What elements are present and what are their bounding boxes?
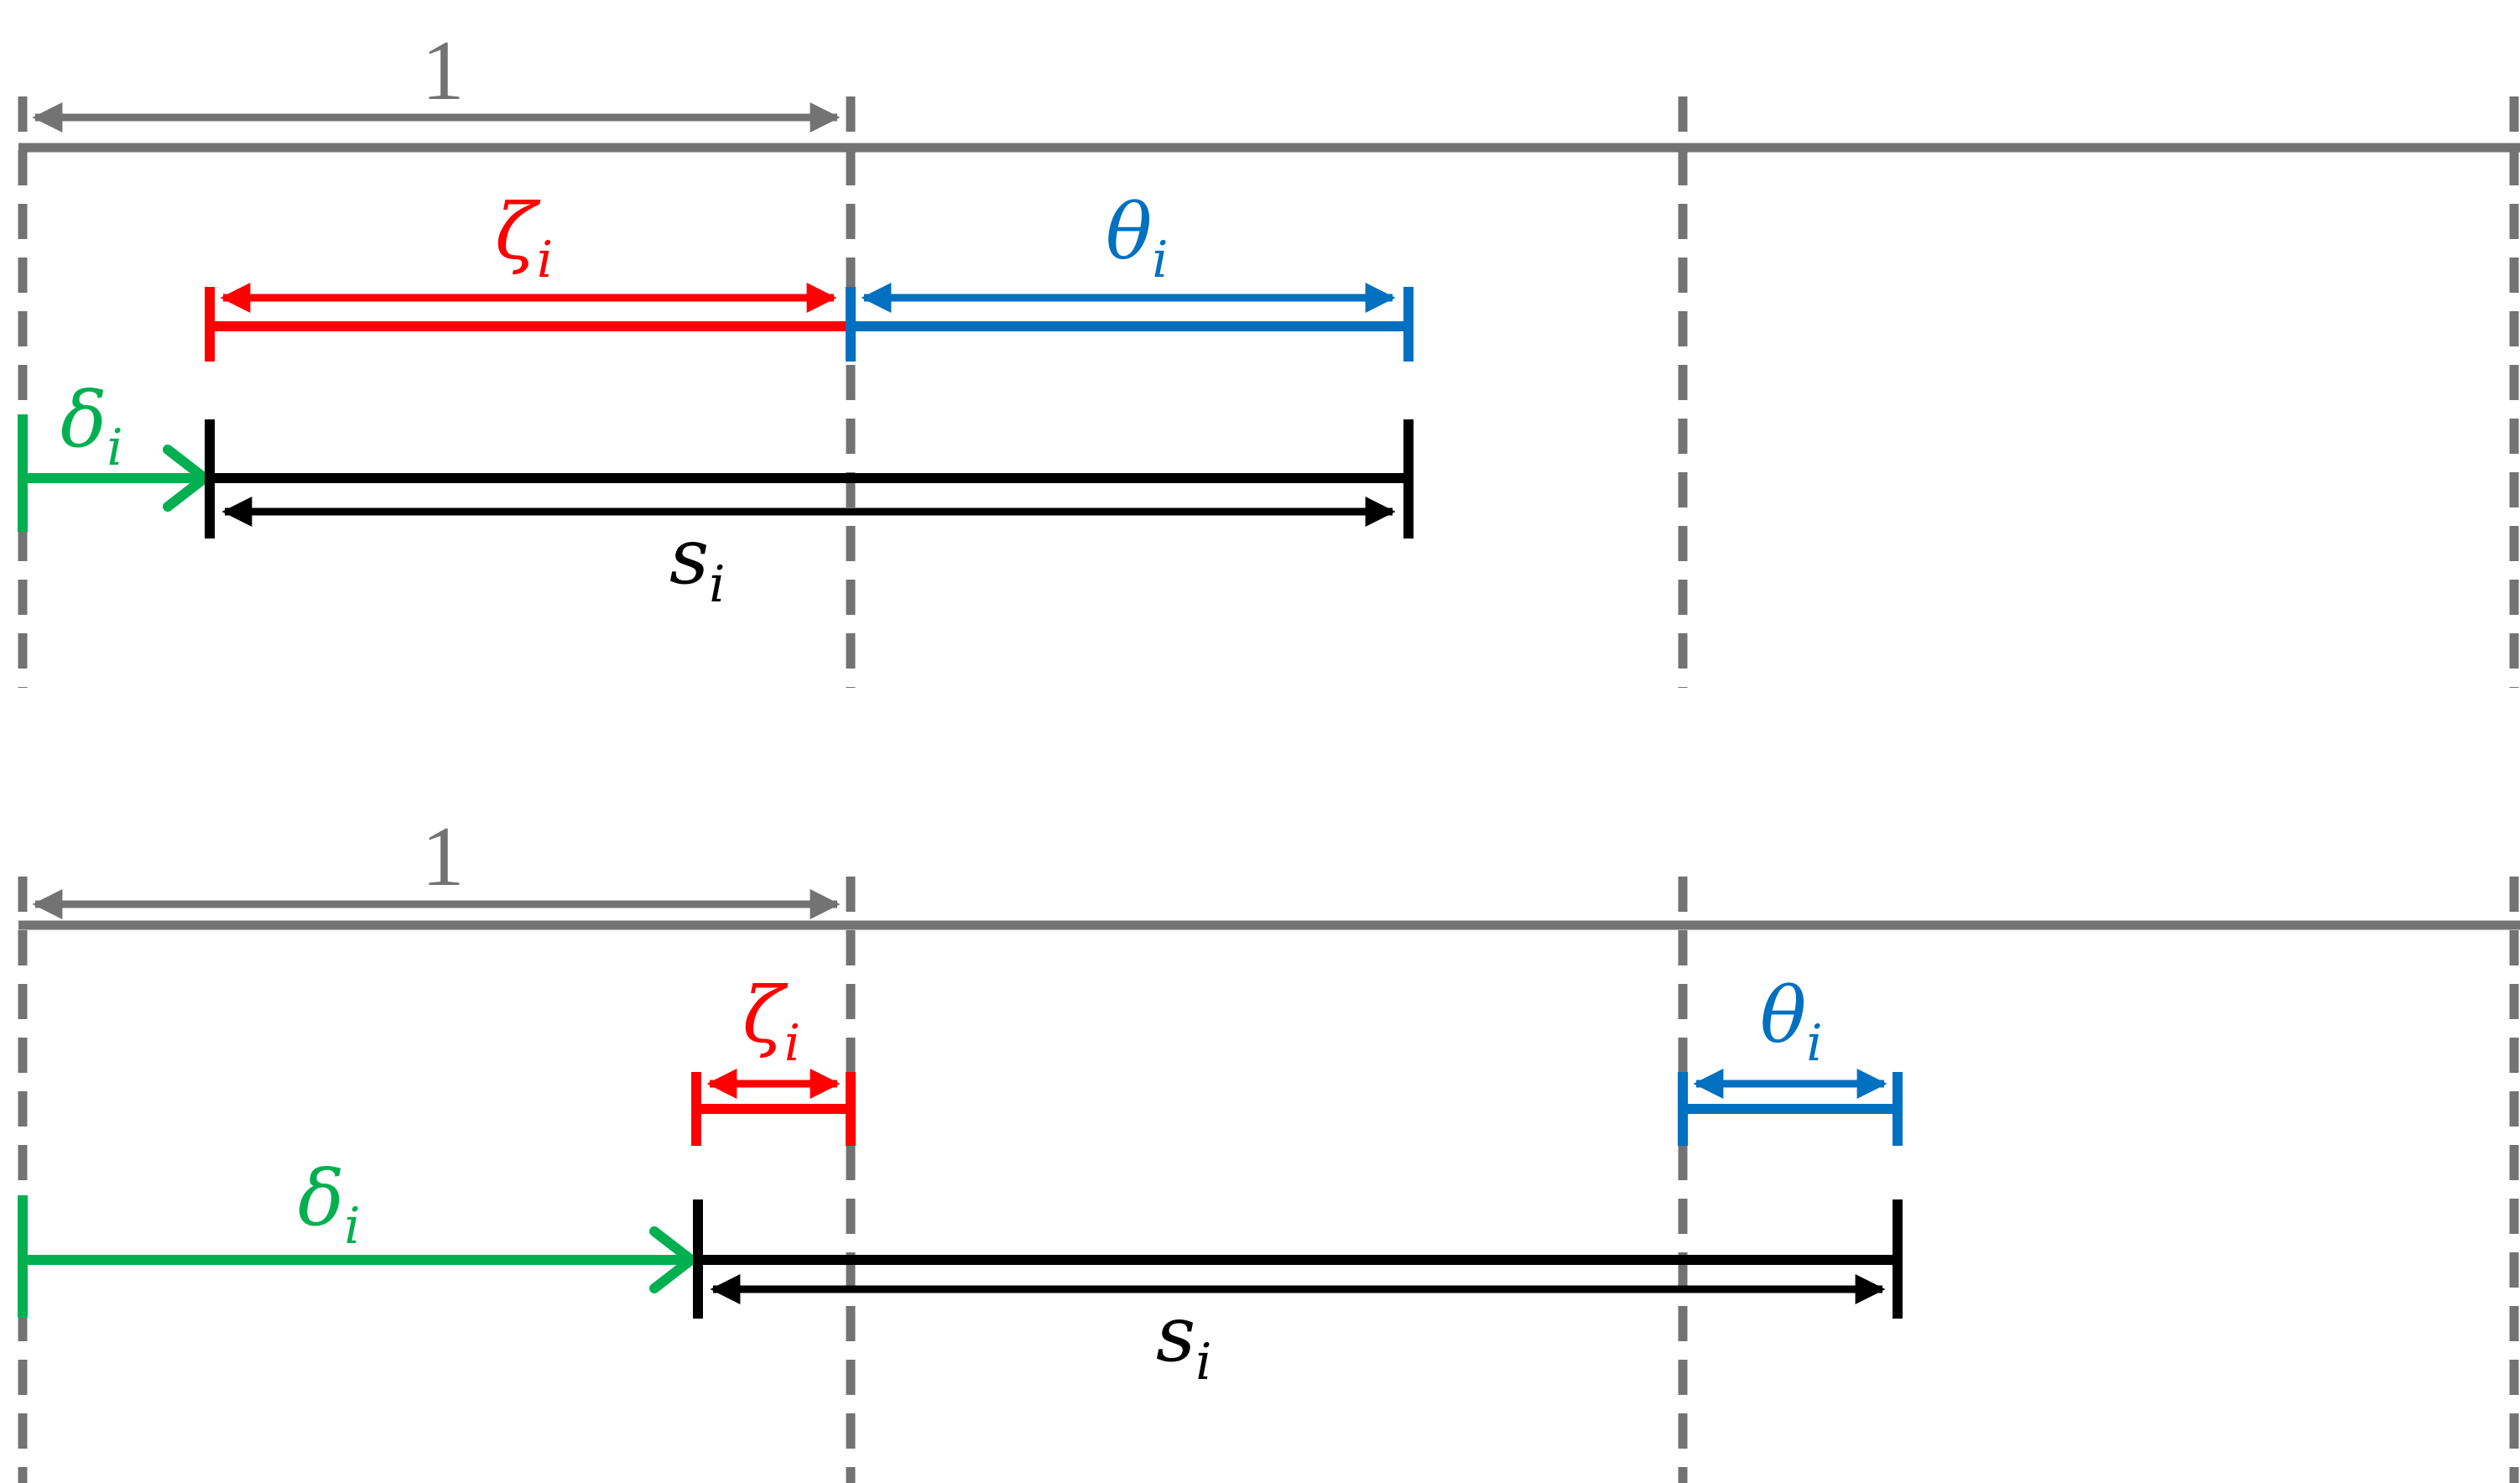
panel-2-unit-label: 1	[422, 809, 465, 904]
delta-arrow-head	[649, 1226, 696, 1293]
panel-2-s-label: si	[1156, 1289, 1211, 1392]
zeta-symbol: ζ	[742, 970, 789, 1060]
panel-2-theta-interval	[1678, 1069, 1903, 1146]
s-symbol: s	[1156, 1289, 1195, 1379]
theta-symbol: θ	[1760, 970, 1806, 1060]
zeta-subscript: i	[784, 1014, 800, 1073]
panel-1: 1 ζi θi δi si	[18, 23, 2520, 688]
panel-2-theta-label: θi	[1760, 970, 1823, 1073]
theta-subscript: i	[1152, 231, 1168, 289]
s-subscript: i	[1195, 1333, 1211, 1392]
panel-1-unit-label: 1	[422, 23, 465, 118]
delta-subscript: i	[344, 1197, 360, 1256]
delta-symbol: δ	[60, 375, 107, 465]
panel-2-zeta-label: ζi	[742, 970, 800, 1073]
panel-2-delta-label: δi	[298, 1153, 361, 1256]
panel-1-s-label: si	[669, 512, 725, 614]
panel-1-theta-label: θi	[1106, 187, 1169, 289]
panel-2: 1 ζi θi δi si	[18, 809, 2520, 1483]
s-symbol: s	[669, 512, 709, 601]
panel-1-theta-interval	[846, 283, 1414, 362]
panel-1-s-interval	[205, 419, 1414, 539]
zeta-symbol: ζ	[495, 187, 541, 277]
delta-subscript: i	[107, 419, 122, 477]
theta-symbol: θ	[1106, 187, 1152, 277]
panel-1-zeta-interval	[205, 283, 851, 362]
panel-2-gridlines	[18, 877, 2519, 1483]
delta-symbol: δ	[298, 1153, 344, 1243]
panel-1-gridlines	[18, 96, 2519, 688]
s-subscript: i	[709, 555, 725, 614]
theta-subscript: i	[1806, 1014, 1822, 1073]
panel-1-delta-label: δi	[60, 375, 123, 477]
zeta-subscript: i	[537, 231, 553, 289]
panel-2-s-interval	[693, 1199, 1903, 1319]
panel-1-zeta-label: ζi	[495, 187, 553, 289]
panel-2-zeta-interval	[691, 1069, 856, 1146]
panel-2-delta	[18, 1195, 696, 1317]
